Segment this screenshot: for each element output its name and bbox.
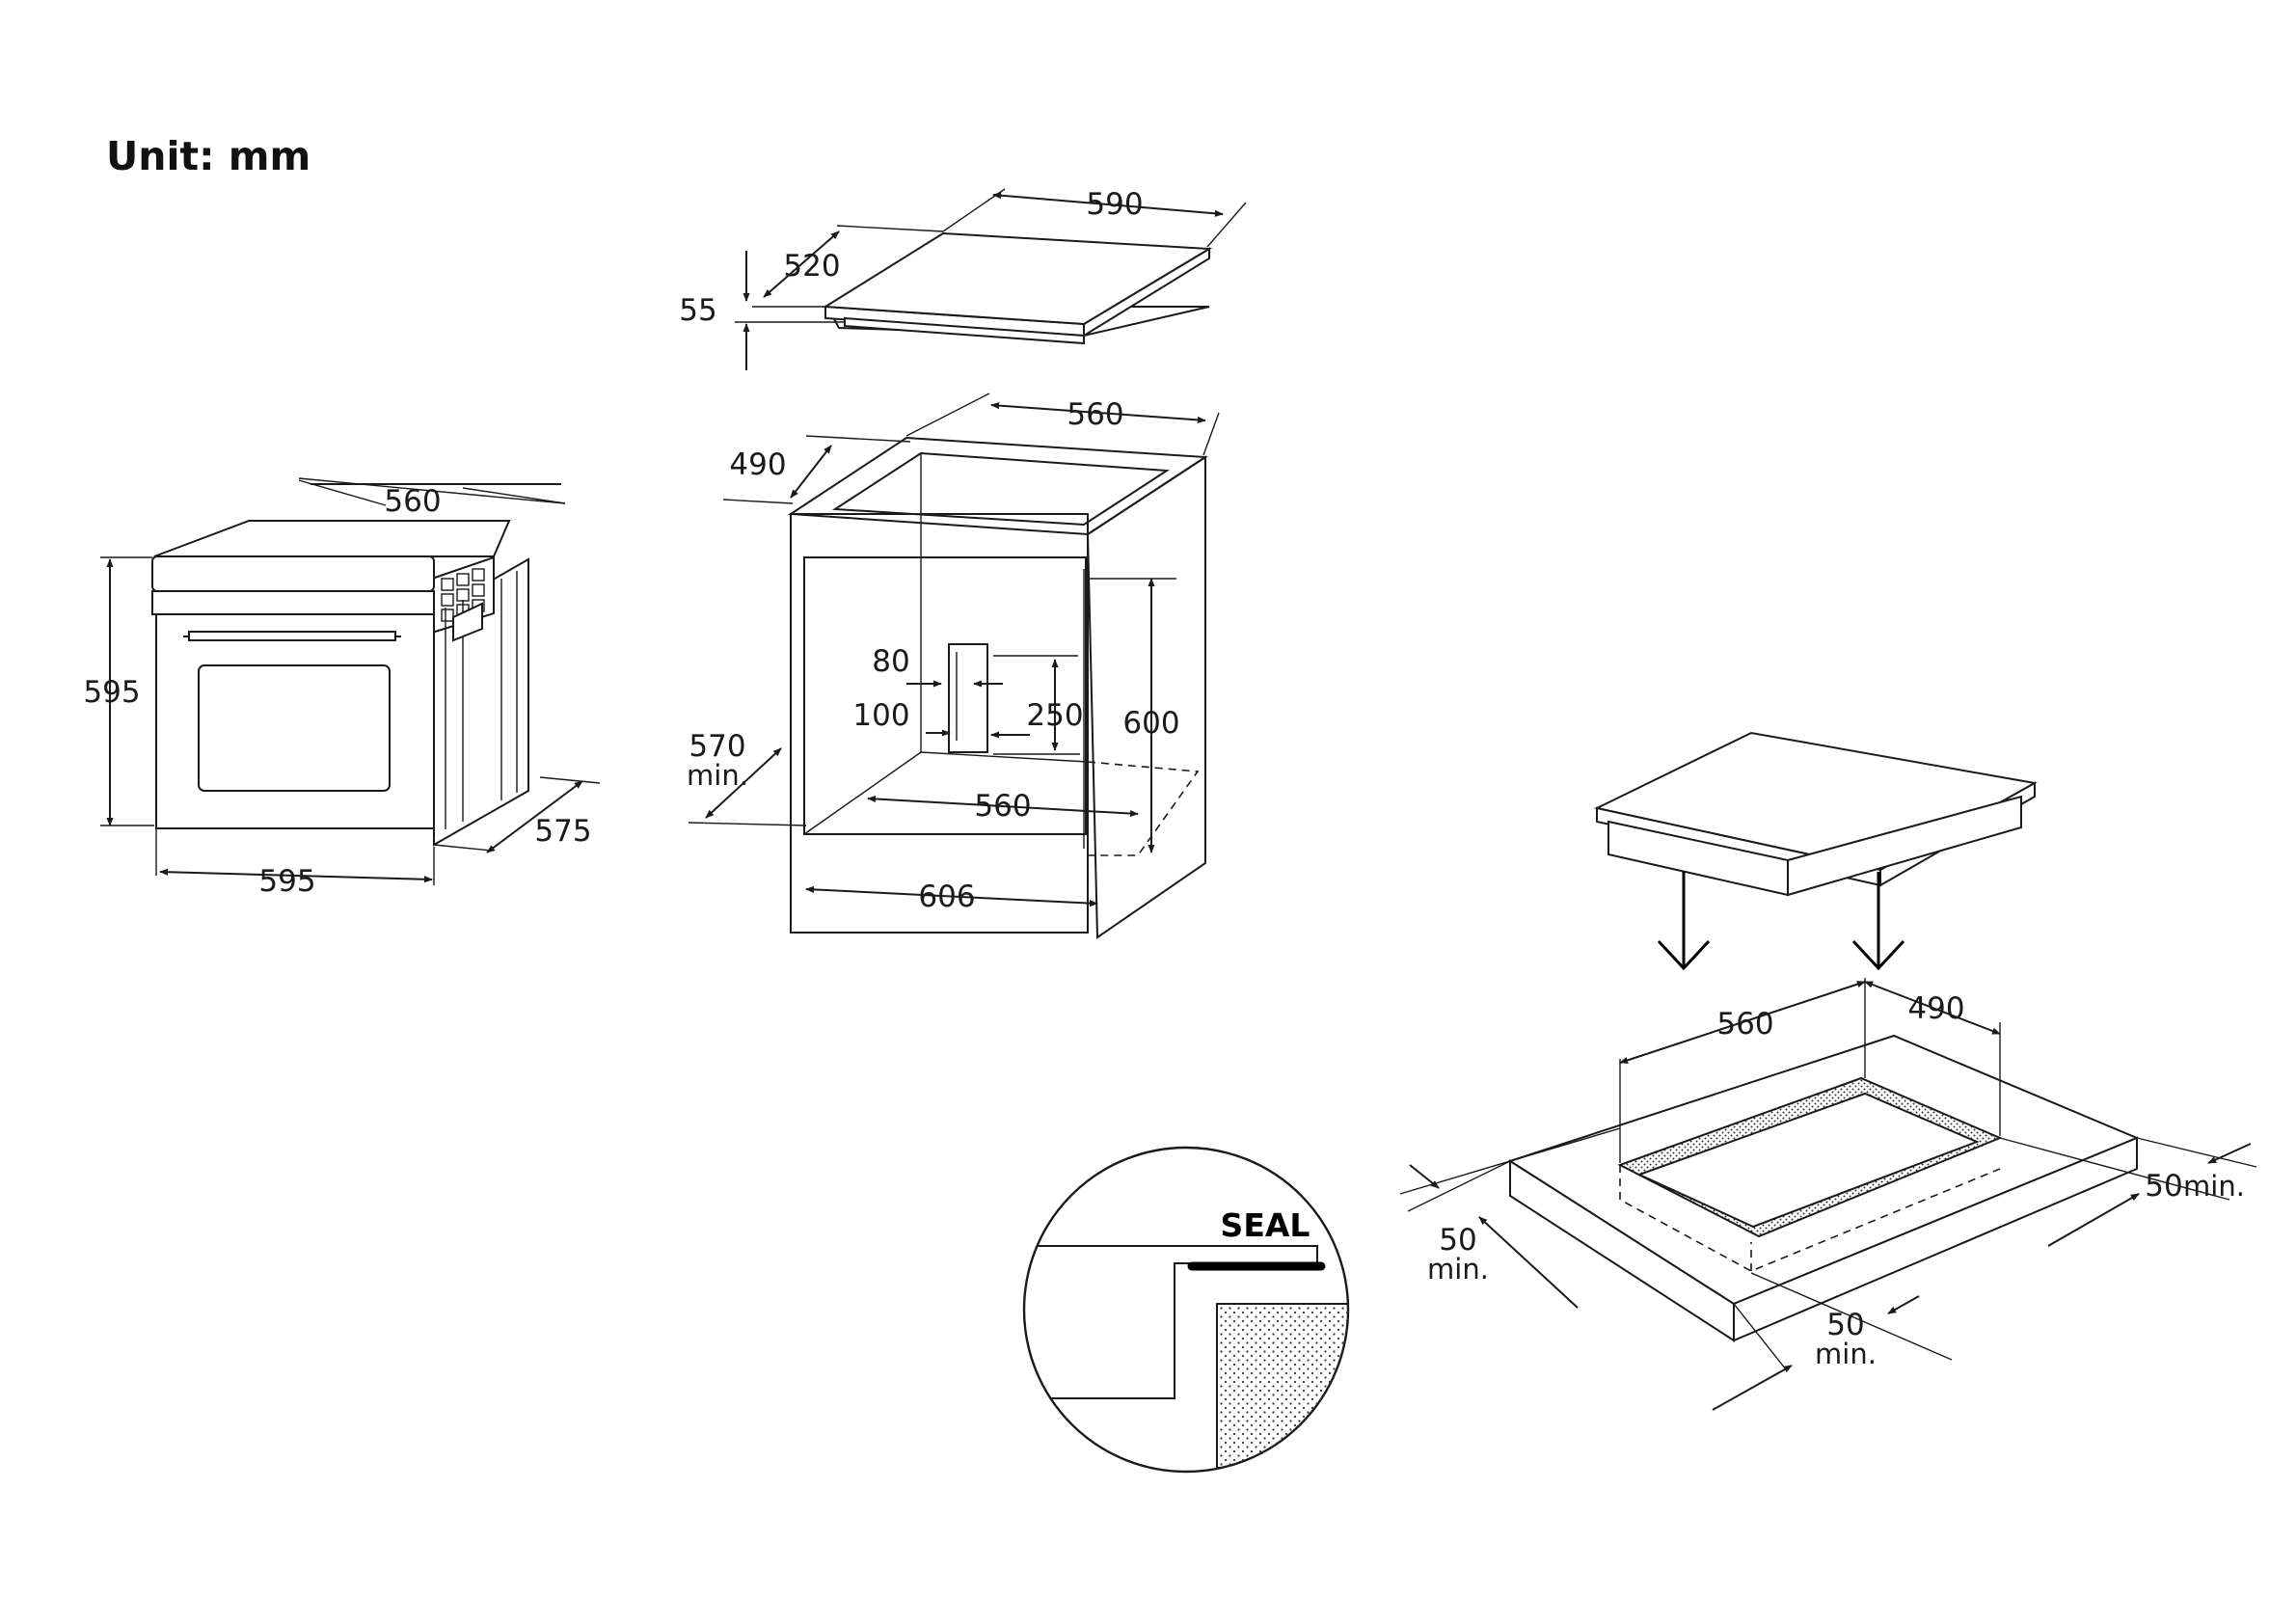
clearance-left-suffix: min. [1427, 1253, 1489, 1286]
clearance-front-suffix: min. [1815, 1338, 1877, 1370]
cabinet-top-depth-label: 490 [729, 447, 786, 482]
oven-width-bottom-label: 595 [258, 864, 315, 899]
vent-width-label: 80 [872, 644, 909, 679]
clearance-right-suffix: min. [2183, 1170, 2245, 1203]
cabinet-depth-min-label: 570 [689, 729, 745, 764]
hob-drop-drawing [1593, 731, 2038, 971]
vent-height-label: 250 [1026, 698, 1083, 733]
clearance-front-label: 50 [1826, 1308, 1864, 1342]
vent-offset-label: 100 [852, 698, 909, 733]
cabinet-height-label: 600 [1122, 706, 1179, 741]
hob-width-label: 590 [1086, 187, 1143, 222]
cutout-depth-label: 490 [1907, 991, 1964, 1026]
cabinet-top-width-label: 560 [1067, 397, 1123, 432]
cabinet-outer-width-label: 606 [918, 880, 975, 914]
unit-label: Unit: mm [106, 133, 311, 179]
cabinet-inner-width-label: 560 [974, 789, 1031, 824]
oven-drawing: 560 595 575 595 [83, 477, 601, 899]
hob-drawing: 590 520 55 [679, 187, 1247, 370]
hob-thickness-label: 55 [679, 293, 716, 328]
oven-width-top-label: 560 [384, 484, 441, 519]
cutout-width-label: 560 [1716, 1007, 1773, 1042]
seal-label: SEAL [1221, 1206, 1310, 1244]
down-arrow-icon [1851, 872, 1905, 971]
cabinet-drawing: 560 490 80 100 250 600 570 min. 560 606 [687, 392, 1220, 939]
cabinet-depth-min-suffix: min. [687, 759, 748, 792]
clearance-right-label: 50 [2145, 1169, 2182, 1204]
oven-height-label: 595 [83, 675, 140, 710]
countertop-drawing: 560 490 50 min. 50 min. 50 min. [1399, 978, 2257, 1411]
clearance-left-label: 50 [1439, 1223, 1476, 1258]
down-arrow-icon [1657, 872, 1711, 971]
seal-detail: SEAL [1022, 1146, 1350, 1474]
hob-depth-label: 520 [783, 249, 840, 284]
oven-depth-label: 575 [534, 814, 591, 849]
